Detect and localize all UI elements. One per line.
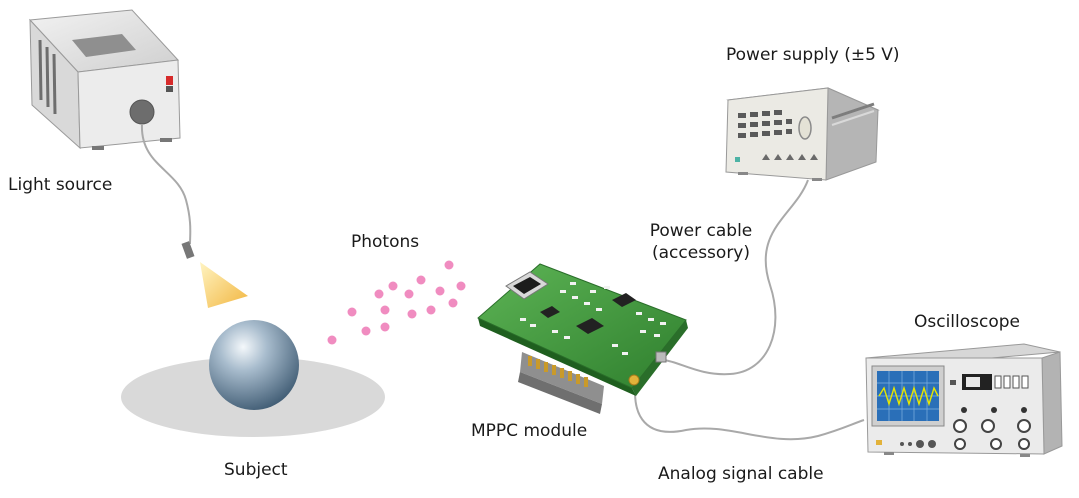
light-source-label: Light source <box>8 175 113 195</box>
power-supply-label: Power supply (±5 V) <box>726 45 900 65</box>
light-cone-icon <box>200 262 248 308</box>
sphere-subject-icon <box>121 320 385 437</box>
photons-label: Photons <box>351 232 420 252</box>
fiber-tip-icon <box>181 241 195 259</box>
oscilloscope-device-icon <box>865 343 1063 457</box>
power-cable-label-line2: (accessory) <box>652 243 750 263</box>
light-source-device-icon <box>28 9 181 150</box>
subject-label: Subject <box>224 460 288 480</box>
photons-dots <box>327 260 466 345</box>
analog-signal-cable <box>634 381 865 441</box>
mppc-module-label: MPPC module <box>471 421 588 441</box>
power-cable <box>663 179 809 376</box>
mppc-module-board-icon <box>477 263 688 414</box>
power-supply-device-icon <box>725 87 880 181</box>
waveform-trace <box>878 385 939 407</box>
optical-fiber-cable <box>140 123 192 245</box>
power-cable-label: Power cable (accessory) <box>636 220 766 264</box>
oscilloscope-label: Oscilloscope <box>914 312 1021 332</box>
analog-signal-cable-label: Analog signal cable <box>658 464 824 484</box>
power-cable-label-line1: Power cable <box>649 221 753 241</box>
